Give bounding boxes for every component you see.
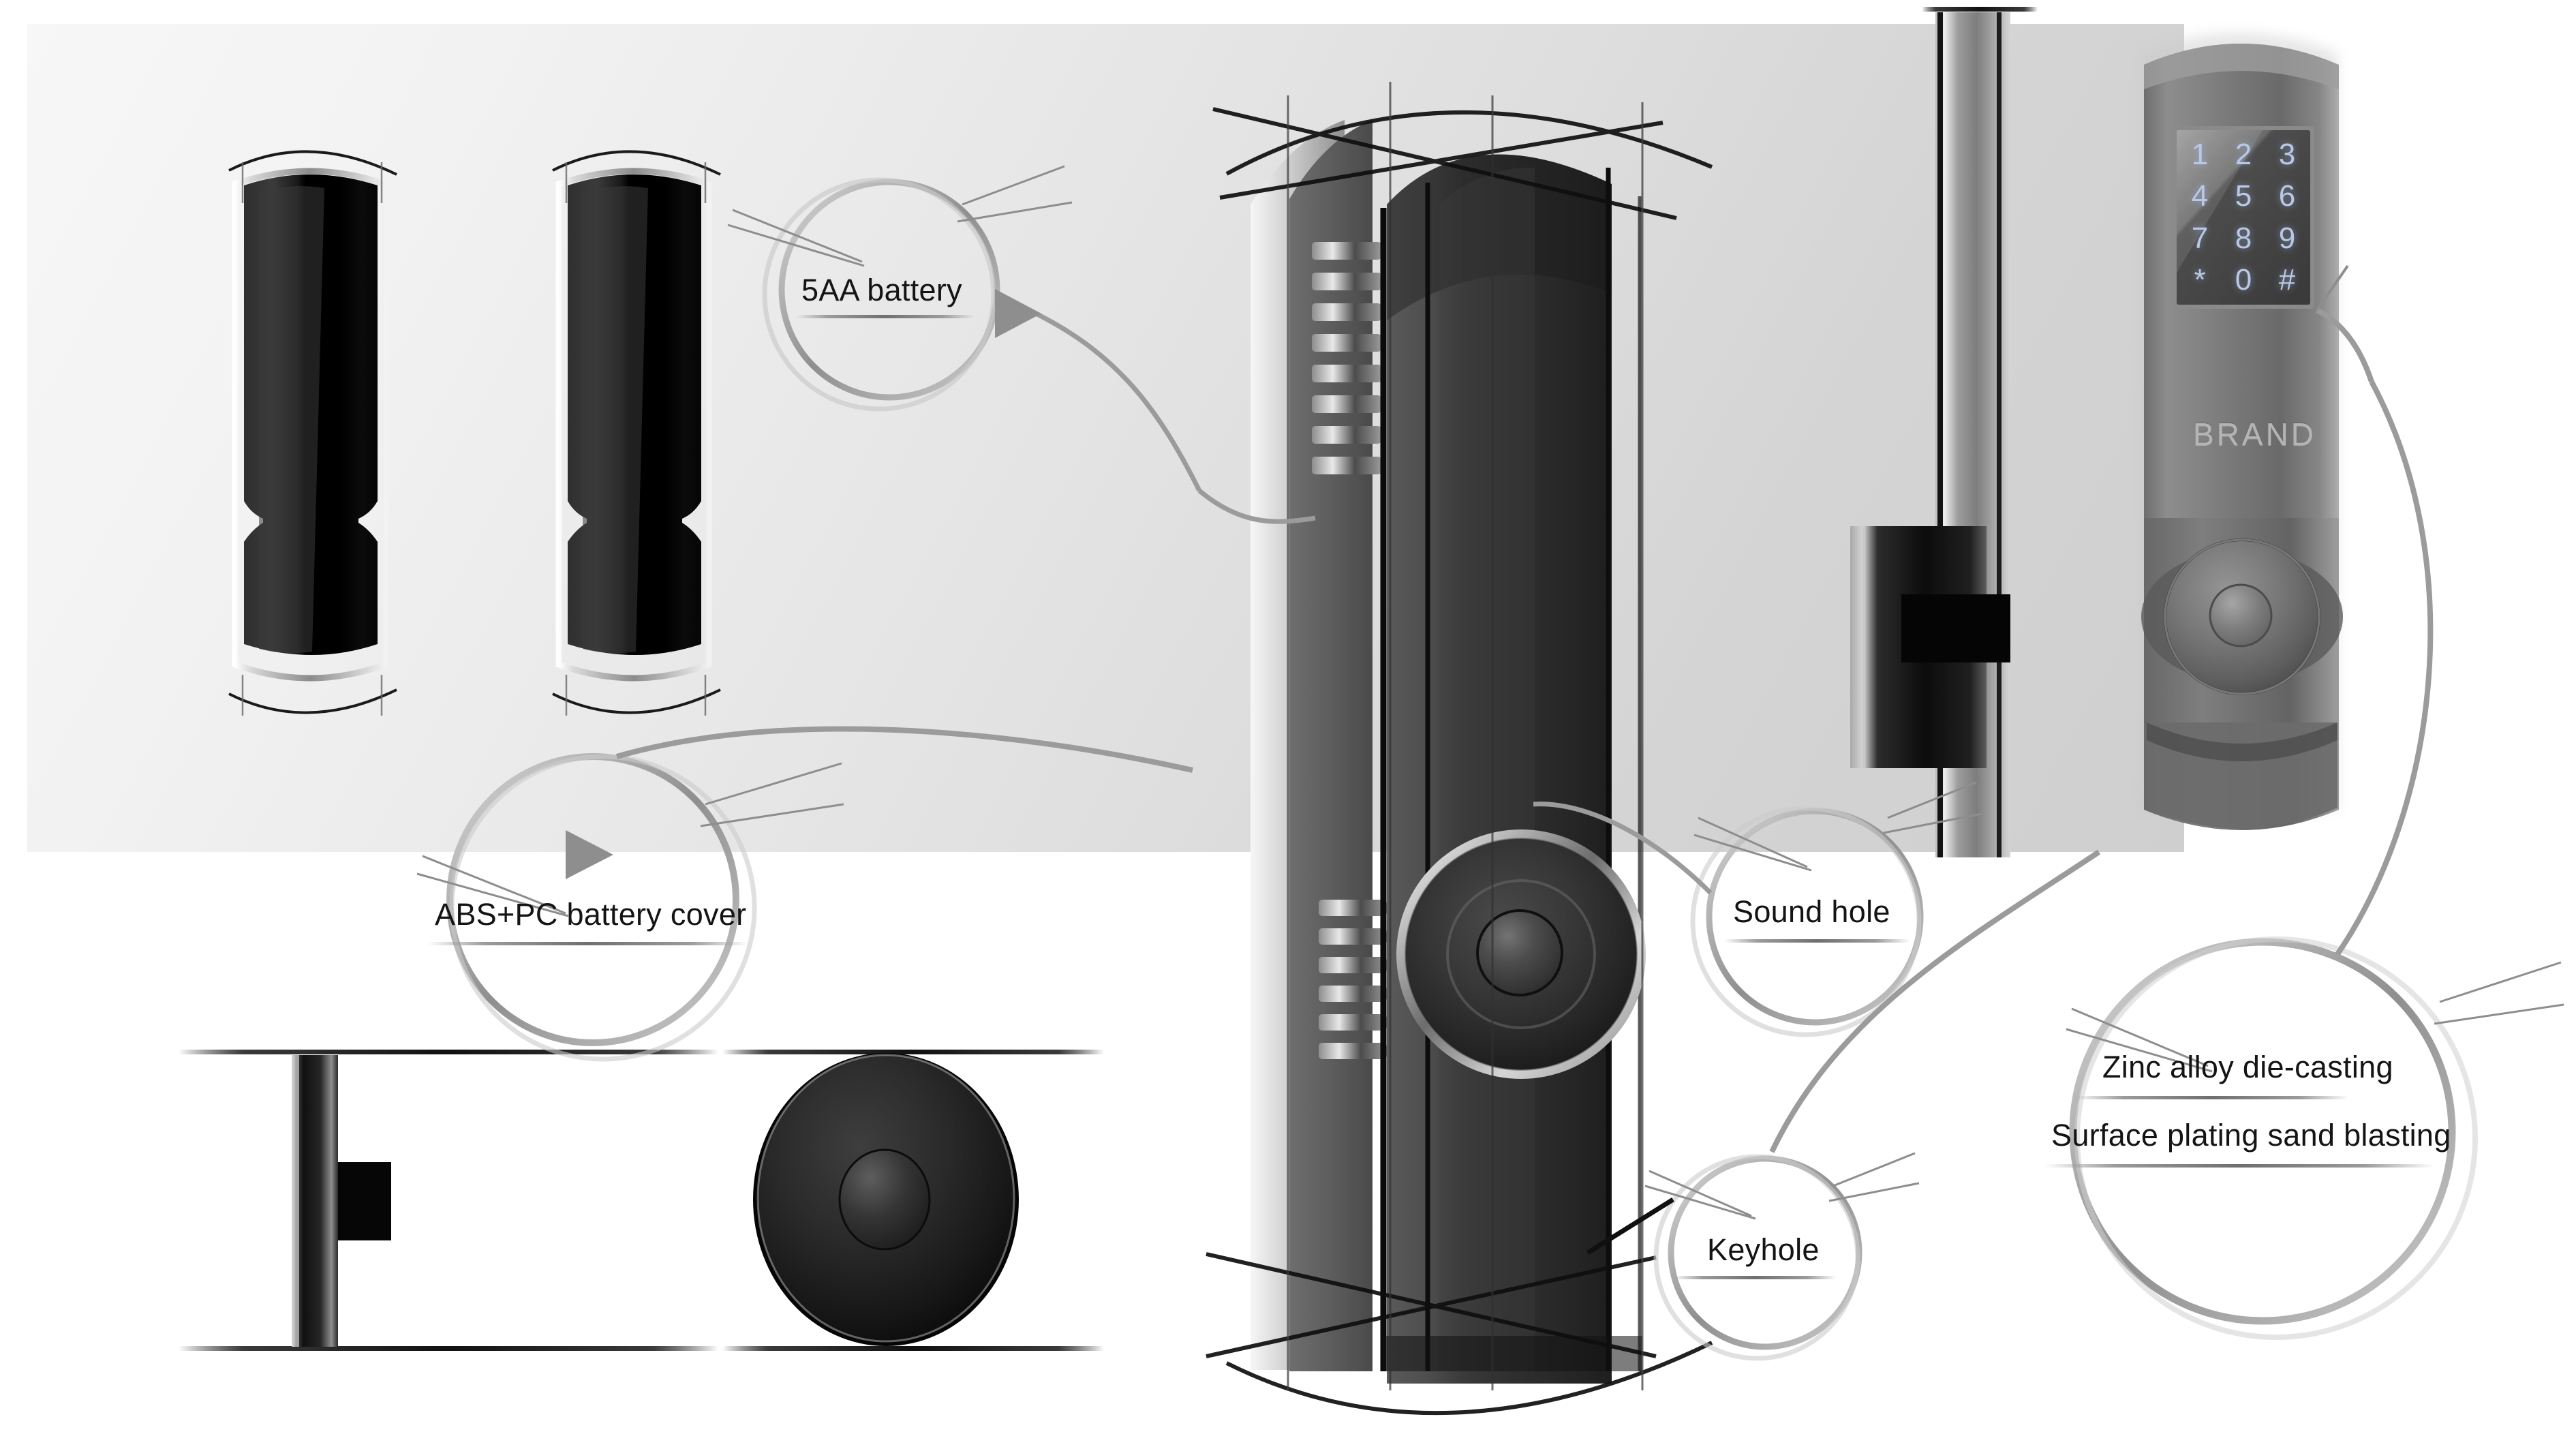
background-gray-panel — [27, 24, 2184, 852]
keypad-key-2[interactable]: 2 — [2235, 137, 2252, 171]
keypad-key-7[interactable]: 7 — [2191, 221, 2209, 255]
callout-label-sound-hole: Sound hole — [1733, 894, 1890, 929]
brand-label: BRAND — [2193, 416, 2317, 452]
callout-label-material-1: Zinc alloy die-casting — [2102, 1050, 2393, 1084]
callout-underline-sound-hole — [1724, 939, 1910, 943]
background-gray-lower-edge — [1227, 852, 2194, 855]
callout-label-material-2: Surface plating sand blasting — [2051, 1118, 2451, 1153]
keypad-key-4[interactable]: 4 — [2191, 179, 2209, 213]
keypad-key-5[interactable]: 5 — [2235, 179, 2252, 213]
keypad-key-6[interactable]: 6 — [2278, 179, 2296, 213]
callout-underline-material-2 — [2044, 1164, 2434, 1168]
lock-body-knob — [1396, 829, 1646, 1079]
callout-underline-keyhole — [1673, 1276, 1837, 1279]
keypad-key-0[interactable]: 0 — [2235, 263, 2252, 297]
callout-underline-battery — [796, 315, 975, 318]
keypad-key-star[interactable]: * — [2194, 263, 2206, 297]
keypad-key-9[interactable]: 9 — [2278, 221, 2296, 255]
callout-underline-material-1 — [2074, 1096, 2349, 1099]
callout-label-battery: 5AA battery — [801, 273, 962, 307]
keypad-key-3[interactable]: 3 — [2278, 137, 2296, 171]
keypad-key-hash[interactable]: # — [2278, 263, 2296, 297]
callout-label-battery-cover: ABS+PC battery cover — [435, 897, 747, 932]
keypad-key-1[interactable]: 1 — [2191, 137, 2209, 171]
keypad[interactable]: 1 2 3 4 5 6 7 8 9 * 0 # — [2178, 134, 2309, 301]
callout-label-keyhole: Keyhole — [1707, 1232, 1820, 1267]
callout-underline-battery-cover — [428, 942, 748, 945]
keypad-key-8[interactable]: 8 — [2235, 221, 2252, 255]
